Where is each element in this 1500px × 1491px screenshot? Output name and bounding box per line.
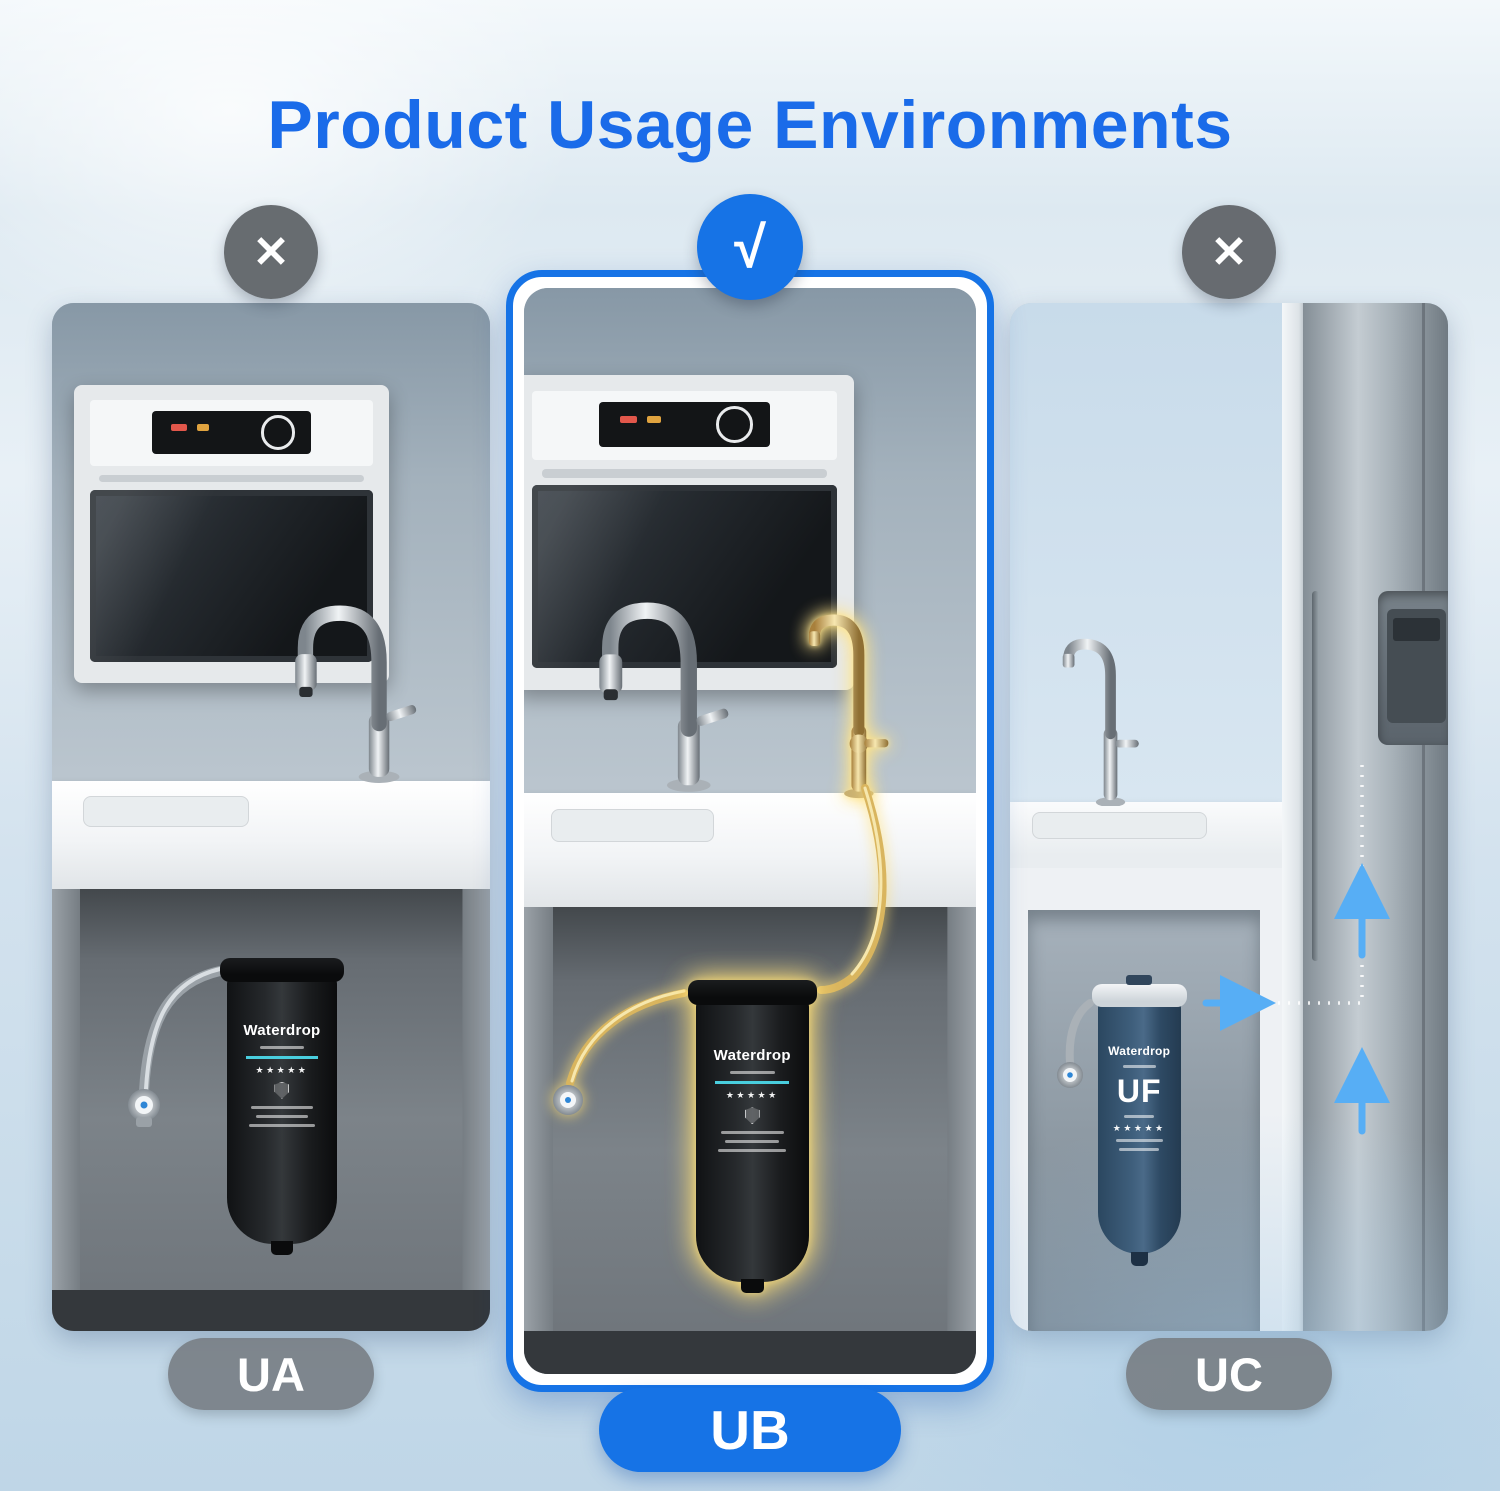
label-text-bar <box>1124 1115 1155 1119</box>
oven-display <box>152 410 312 454</box>
oven-display <box>599 401 770 448</box>
water-dispenser <box>1377 590 1448 746</box>
cabinet-base <box>524 1330 976 1374</box>
under-sink-filter-ua: Waterdrop ★★★★★ <box>219 958 345 1256</box>
label-uc-badge: UC <box>1126 1338 1332 1410</box>
cross-glyph: ✕ <box>1210 227 1248 277</box>
filter-outlet <box>270 1241 293 1256</box>
filter-body: Waterdrop ★★★★★ <box>227 976 337 1244</box>
scene-ua-kitchen: Waterdrop ★★★★★ <box>52 303 490 1331</box>
label-text-bar <box>1119 1148 1160 1152</box>
oven-indicator-icon <box>619 416 637 423</box>
panel-ub: Waterdrop ★★★★★ <box>506 270 994 1392</box>
oven-control-panel <box>531 390 838 460</box>
label-text-bar <box>260 1045 304 1049</box>
cabinet-wall <box>52 888 81 1331</box>
filter-brand-text: Waterdrop <box>1108 1044 1171 1059</box>
fridge-handle <box>1312 590 1320 961</box>
label-text-bar <box>718 1149 787 1153</box>
kitchen-wall <box>1010 303 1304 802</box>
filter-cap <box>1091 975 1187 1007</box>
label-text-bar <box>249 1123 315 1127</box>
sink <box>82 796 250 828</box>
oven-indicator-icon <box>646 416 661 423</box>
label-uc-text: UC <box>1195 1347 1263 1401</box>
filter-cap <box>687 980 817 1006</box>
oven-indicator-icon <box>171 424 188 431</box>
sink <box>551 809 714 842</box>
label-divider <box>715 1081 790 1085</box>
filter-uf-text: UF <box>1116 1073 1162 1110</box>
check-glyph: √ <box>734 214 766 280</box>
filter-label: Waterdrop ★★★★★ <box>707 1047 797 1155</box>
filter-stars: ★★★★★ <box>1112 1123 1166 1134</box>
cross-icon: ✕ <box>1182 205 1276 299</box>
filter-outlet <box>1130 1251 1148 1266</box>
certification-shield-icon <box>744 1107 760 1125</box>
label-text-bar <box>251 1105 313 1109</box>
filter-body: Waterdrop ★★★★★ <box>695 999 809 1282</box>
under-sink-filter-ub: Waterdrop ★★★★★ <box>687 980 817 1294</box>
cabinet-wall <box>946 907 976 1374</box>
panel-uc: Waterdrop UF ★★★★★ <box>1010 303 1448 1331</box>
cross-icon: ✕ <box>224 205 318 299</box>
scene-ub-kitchen: Waterdrop ★★★★★ <box>524 288 976 1374</box>
filter-stars: ★★★★★ <box>255 1064 309 1075</box>
cabinet-wall <box>524 907 554 1374</box>
oven-dial-icon <box>716 406 753 443</box>
pulldown-faucet-icon <box>599 602 729 792</box>
dispenser-display <box>1392 618 1441 642</box>
label-text-bar <box>720 1131 784 1135</box>
oven-indicator-icon <box>196 424 210 431</box>
under-sink-filter-uc: Waterdrop UF ★★★★★ <box>1091 975 1187 1266</box>
cabinet-base <box>52 1289 490 1331</box>
wall-divider <box>1281 303 1304 1331</box>
wall-oven <box>73 385 390 684</box>
dedicated-drinking-faucet-icon <box>808 614 888 798</box>
label-ua-text: UA <box>237 1347 305 1401</box>
cross-glyph: ✕ <box>252 227 290 277</box>
refrigerator <box>1303 303 1448 1331</box>
filter-outlet <box>740 1279 764 1294</box>
label-text-bar <box>729 1071 775 1075</box>
oven-door-glass <box>89 489 374 663</box>
filter-brand-text: Waterdrop <box>243 1021 321 1039</box>
filter-label: Waterdrop UF ★★★★★ <box>1106 1044 1173 1154</box>
fridge-door-seam <box>1421 303 1425 1331</box>
page-title: Product Usage Environments <box>267 87 1233 163</box>
check-icon: √ <box>697 194 803 300</box>
certification-shield-icon <box>274 1081 290 1099</box>
cabinet-wall <box>461 888 490 1331</box>
label-ua-badge: UA <box>168 1338 374 1410</box>
pulldown-faucet-icon <box>295 605 417 783</box>
oven-control-panel <box>89 400 374 466</box>
filter-cap <box>219 958 345 983</box>
label-ub-text: UB <box>710 1399 790 1461</box>
filter-stars: ★★★★★ <box>725 1090 779 1101</box>
dispenser-recess <box>1386 609 1447 724</box>
panel-ua: Waterdrop ★★★★★ <box>52 303 490 1331</box>
filter-body: Waterdrop UF ★★★★★ <box>1097 1001 1181 1254</box>
label-text-bar <box>1115 1139 1163 1143</box>
label-ub-badge: UB <box>599 1388 901 1472</box>
scene-uc-fridge: Waterdrop UF ★★★★★ <box>1010 303 1448 1331</box>
bar-faucet-icon <box>1063 639 1140 807</box>
oven-handle <box>542 469 827 478</box>
filter-brand-text: Waterdrop <box>713 1047 791 1065</box>
label-text-bar <box>1122 1065 1156 1069</box>
label-divider <box>246 1055 318 1059</box>
filter-label: Waterdrop ★★★★★ <box>238 1022 326 1130</box>
label-text-bar <box>255 1114 309 1118</box>
sink <box>1031 811 1208 839</box>
oven-handle <box>99 474 365 483</box>
label-text-bar <box>725 1140 780 1144</box>
oven-dial-icon <box>260 414 296 450</box>
